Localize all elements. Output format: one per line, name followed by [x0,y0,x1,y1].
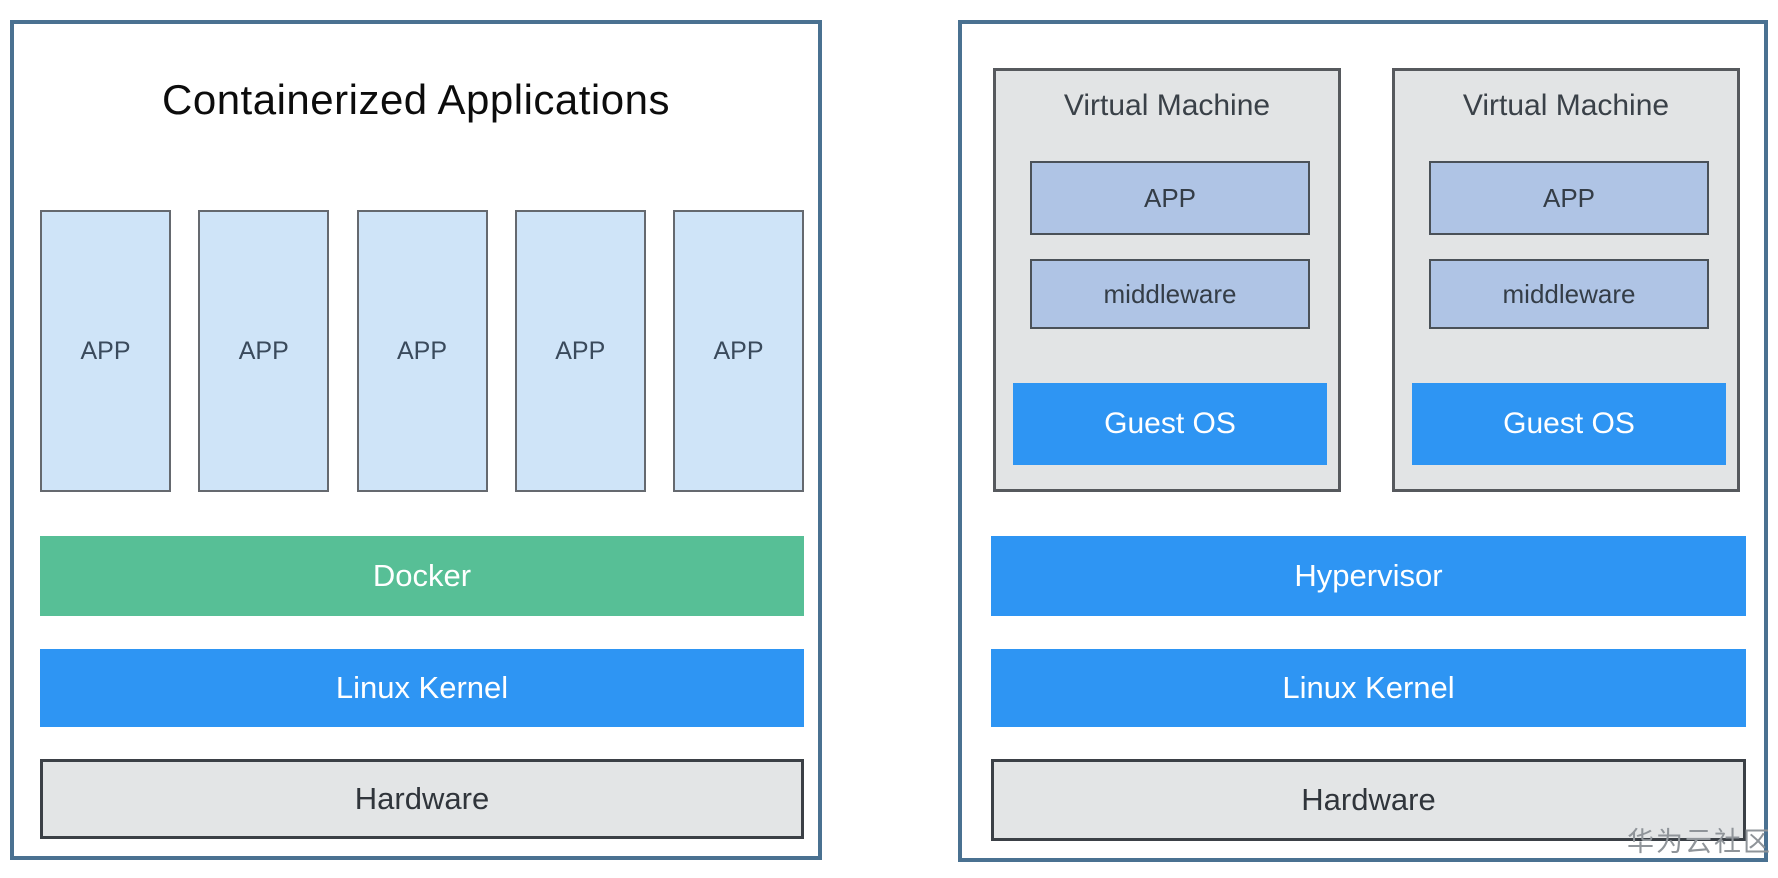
linux-kernel-layer-right: Linux Kernel [991,649,1746,727]
vm-middleware-box: middleware [1429,259,1709,329]
docker-label: Docker [372,558,472,593]
vm-app-box: APP [1429,161,1709,235]
vm-middleware-box: middleware [1030,259,1310,329]
docker-layer: Docker [40,536,804,616]
vm-middleware-label: middleware [1502,278,1636,309]
hardware-layer-left: Hardware [40,759,804,839]
vm-guest-os-label: Guest OS [1104,407,1236,440]
virtual-machines-panel: Virtual Machine APP middleware Guest OS … [958,20,1768,862]
hardware-label: Hardware [354,781,490,816]
vm-app-label: APP [1143,182,1197,213]
container-app-row: APP APP APP APP APP [40,210,804,492]
vm-app-box: APP [1030,161,1310,235]
virtual-machine-title: Virtual Machine [1462,89,1670,122]
hypervisor-layer: Hypervisor [991,536,1746,616]
container-app-box-2: APP [198,210,330,492]
containerized-applications-title: Containerized Applications [162,76,670,123]
vm-guest-os-box: Guest OS [1013,383,1327,465]
container-app-label: APP [238,336,289,365]
vm-row: Virtual Machine APP middleware Guest OS … [993,68,1740,492]
virtual-machine-box-1: Virtual Machine APP middleware Guest OS [993,68,1341,492]
linux-kernel-label: Linux Kernel [1282,670,1455,705]
container-app-label: APP [396,336,448,365]
huawei-cloud-community-watermark: 华为云社区 [1627,827,1772,857]
vm-guest-os-box: Guest OS [1412,383,1726,465]
hardware-label: Hardware [1301,782,1436,817]
virtual-machine-title: Virtual Machine [1063,89,1271,122]
vm-app-label: APP [1542,182,1596,213]
hardware-layer-right: Hardware [991,759,1746,841]
container-app-label: APP [713,336,764,365]
linux-kernel-label: Linux Kernel [335,670,509,705]
containerized-applications-panel: Containerized Applications APP APP APP A… [10,20,822,860]
vm-middleware-label: middleware [1103,278,1237,309]
container-app-box-5: APP [673,210,804,492]
container-app-label: APP [80,336,131,365]
container-app-box-4: APP [514,210,646,492]
container-app-label: APP [555,336,606,365]
vm-guest-os-label: Guest OS [1503,407,1635,440]
linux-kernel-layer-left: Linux Kernel [40,649,804,727]
hypervisor-label: Hypervisor [1294,558,1443,593]
container-app-box-3: APP [356,210,488,492]
container-app-box-1: APP [40,210,171,492]
virtual-machine-box-2: Virtual Machine APP middleware Guest OS [1392,68,1740,492]
